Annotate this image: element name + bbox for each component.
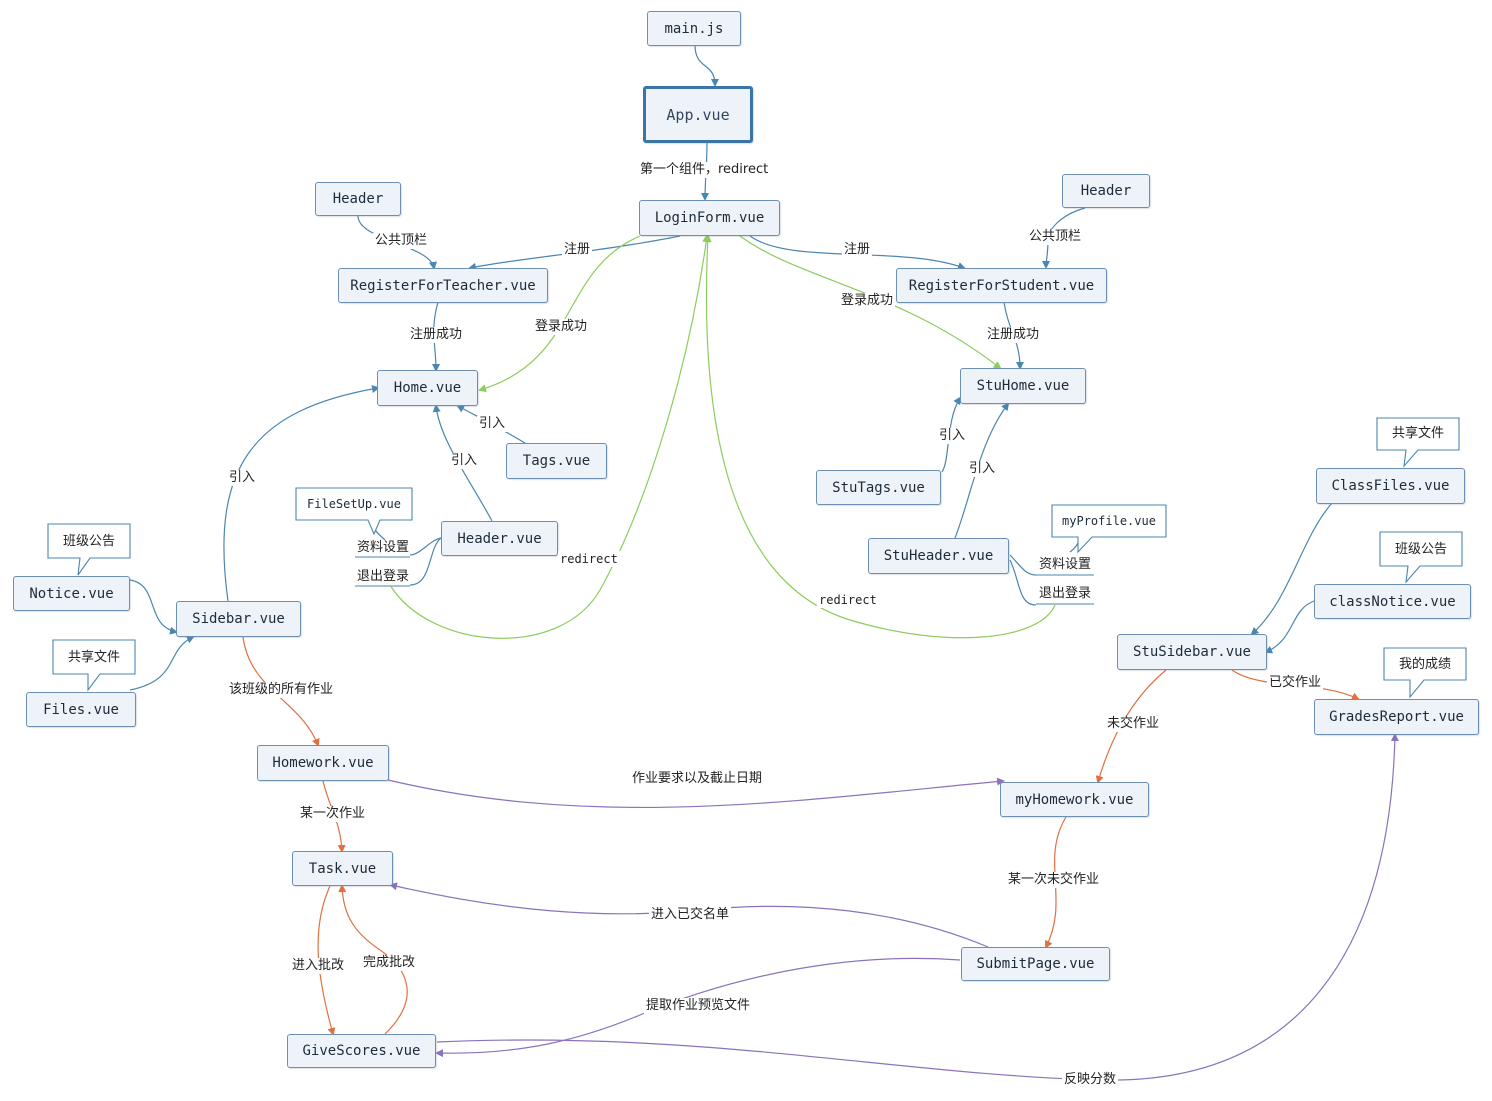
edge-header-menu-logout [409, 537, 442, 586]
myhomework-vue-node[interactable]: myHomework.vue [1000, 782, 1149, 817]
label-enter-submitted-list: 进入已交名单 [649, 907, 732, 923]
home-vue-node[interactable]: Home.vue [377, 370, 478, 406]
app-vue-node[interactable]: App.vue [643, 86, 753, 143]
label-import-stuheader: 引入 [967, 461, 998, 477]
edge-main-to-app [694, 44, 719, 87]
label-enter-grading: 进入批改 [290, 958, 347, 974]
label-one-unsubmitted: 某一次未交作业 [1006, 872, 1102, 888]
edge-files-to-sidebar [129, 635, 195, 691]
task-vue-node[interactable]: Task.vue [292, 851, 393, 886]
filesetup-vue-callout: FileSetUp.vue [307, 497, 401, 511]
filesetup-callout-bubble [295, 487, 413, 536]
stuheader-vue-node[interactable]: StuHeader.vue [868, 538, 1009, 574]
edge-stuheader-menu-profile [1009, 554, 1037, 576]
stutags-vue-node[interactable]: StuTags.vue [816, 470, 941, 505]
label-logout-right: 退出登录 [1039, 586, 1092, 601]
label-import-sidebar: 引入 [227, 470, 258, 486]
label-redirect-right: redirect [817, 592, 879, 608]
classnotice-callout-bubble [1379, 531, 1463, 584]
label-register-success-left: 注册成功 [408, 327, 465, 343]
label-login-success-left: 登录成功 [533, 319, 590, 335]
label-redirect-left: redirect [558, 551, 620, 567]
label-register-right: 注册 [842, 242, 873, 258]
label-import-header: 引入 [449, 453, 480, 469]
edge-notice-to-sidebar [129, 579, 178, 635]
label-public-topbar-right: 公共顶栏 [1027, 229, 1084, 245]
label-import-stutags: 引入 [937, 428, 968, 444]
stuhome-vue-node[interactable]: StuHome.vue [960, 368, 1086, 404]
homework-vue-node[interactable]: Homework.vue [257, 745, 389, 781]
edge-sidebar-to-home [223, 385, 380, 602]
registerforstudent-vue-node[interactable]: RegisterForStudent.vue [896, 268, 1107, 303]
edge-homework-to-myhomework [387, 777, 1005, 809]
label-register-success-right: 注册成功 [985, 327, 1042, 343]
gradesreport-vue-node[interactable]: GradesReport.vue [1314, 699, 1479, 735]
edge-classfiles-to-stusidebar [1250, 502, 1333, 636]
loginform-vue-node[interactable]: LoginForm.vue [639, 200, 780, 236]
label-register-left: 注册 [562, 242, 593, 258]
grades-callout-text: 我的成绩 [1399, 657, 1452, 672]
label-extract-preview: 提取作业预览文件 [644, 998, 753, 1014]
files-callout-text: 共享文件 [68, 650, 121, 665]
tags-vue-node[interactable]: Tags.vue [506, 443, 607, 479]
label-login-success-right: 登录成功 [839, 293, 896, 309]
registerforteacher-vue-node[interactable]: RegisterForTeacher.vue [338, 268, 548, 303]
edge-givescores-to-task [338, 884, 408, 1035]
label-first-component: 第一个组件，redirect [638, 162, 771, 178]
files-callout-bubble [52, 639, 136, 692]
label-logout-left: 退出登录 [357, 569, 410, 584]
label-one-homework: 某一次作业 [298, 806, 368, 822]
edge-logout-left-redirect [389, 234, 711, 639]
myprofile-callout-bubble [1051, 504, 1167, 554]
edge-givescores-to-gradesreport [436, 733, 1399, 1081]
notice-callout-bubble [47, 523, 131, 576]
givescores-vue-node[interactable]: GiveScores.vue [287, 1034, 436, 1068]
main-js-node[interactable]: main.js [647, 11, 741, 46]
label-import-tags: 引入 [477, 416, 508, 432]
label-all-homework: 该班级的所有作业 [227, 682, 336, 698]
label-homework-requirements: 作业要求以及截止日期 [630, 771, 765, 787]
edge-task-to-givescores [317, 885, 336, 1036]
edge-loginform-to-stuhome-login [739, 235, 1002, 370]
edge-classnotice-to-stusidebar [1264, 600, 1315, 654]
classfiles-callout-bubble [1376, 417, 1460, 468]
label-profile-settings-left: 资料设置 [357, 540, 410, 555]
header-right-node[interactable]: Header [1062, 174, 1150, 208]
label-submitted: 已交作业 [1267, 675, 1324, 691]
classfiles-callout-text: 共享文件 [1392, 426, 1445, 441]
notice-vue-node[interactable]: Notice.vue [13, 576, 130, 611]
submitpage-vue-node[interactable]: SubmitPage.vue [961, 947, 1110, 981]
sidebar-vue-node[interactable]: Sidebar.vue [176, 601, 301, 637]
classfiles-vue-node[interactable]: ClassFiles.vue [1316, 468, 1465, 504]
myprofile-vue-callout: myProfile.vue [1062, 514, 1156, 528]
label-finish-grading: 完成批改 [361, 955, 418, 971]
edge-stuheader-menu-logout [1009, 559, 1037, 606]
stusidebar-vue-node[interactable]: StuSidebar.vue [1117, 634, 1267, 670]
label-public-topbar-left: 公共顶栏 [373, 233, 430, 249]
header-vue-node[interactable]: Header.vue [441, 521, 558, 556]
files-vue-node[interactable]: Files.vue [26, 692, 136, 727]
grades-callout-bubble [1383, 647, 1467, 699]
label-unsubmitted: 未交作业 [1105, 716, 1162, 732]
label-profile-settings-right: 资料设置 [1039, 557, 1092, 572]
edge-loginform-to-home-login [478, 235, 641, 393]
edge-header-menu-profile [409, 537, 442, 556]
classnotice-callout-text: 班级公告 [1395, 542, 1448, 557]
notice-callout-text: 班级公告 [63, 534, 116, 549]
classnotice-vue-node[interactable]: classNotice.vue [1314, 584, 1471, 619]
header-left-node[interactable]: Header [315, 182, 401, 216]
label-reflect-scores: 反映分数 [1062, 1072, 1119, 1088]
